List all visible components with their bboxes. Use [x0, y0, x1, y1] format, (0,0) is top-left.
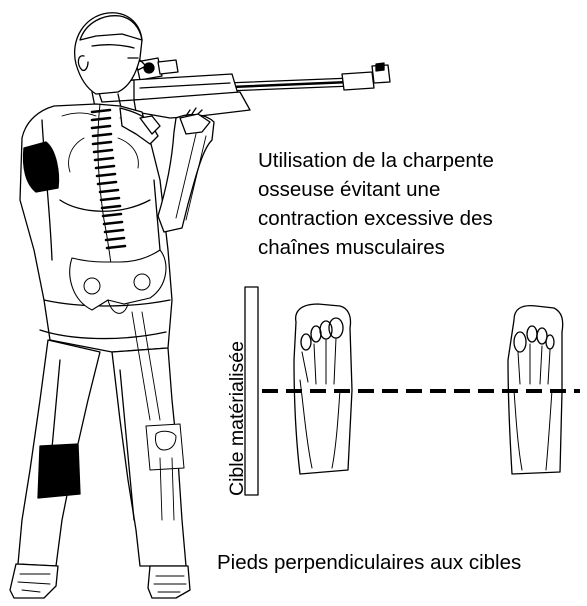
feet-caption: Pieds perpendiculaires aux cibles	[217, 548, 521, 577]
main-caption-line-4: chaînes musculaires	[258, 233, 494, 262]
target-label: Cible matérialisée	[226, 341, 249, 496]
main-caption-line-3: contraction excessive des	[258, 204, 494, 233]
shooter-shoes	[10, 564, 190, 598]
rifle	[96, 58, 390, 118]
main-caption-line-1: Utilisation de la charpente	[258, 146, 494, 175]
main-caption-line-2: osseuse évitant une	[258, 175, 494, 204]
